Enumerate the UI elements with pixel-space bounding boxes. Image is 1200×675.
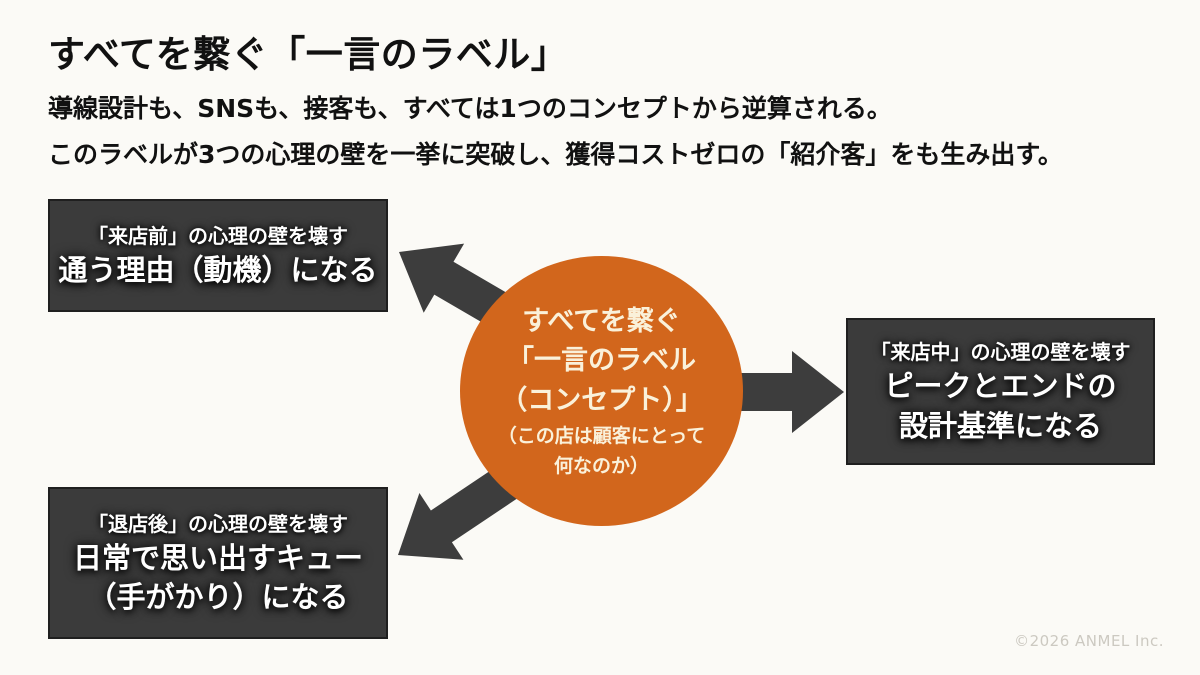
box-after-line-2: （手がかり）になる xyxy=(87,580,349,614)
page-title: すべてを繋ぐ「一言のラベル」 xyxy=(48,33,569,76)
circle-main-line: （コンセプト）」 xyxy=(500,385,703,417)
circle-sub-line: （この店は顧客にとって xyxy=(497,425,706,448)
box-before-visit: 「来店前」の心理の壁を壊す 通う理由（動機）になる xyxy=(48,199,388,312)
box-during-heading: 「来店中」の心理の壁を壊す xyxy=(870,340,1131,365)
box-after-visit: 「退店後」の心理の壁を壊す 日常で思い出すキュー （手がかり）になる xyxy=(48,487,388,639)
box-after-heading: 「退店後」の心理の壁を壊す xyxy=(88,511,348,536)
box-before-heading: 「来店前」の心理の壁を壊す xyxy=(88,223,348,248)
subtitle-line-1: 導線設計も、SNSも、接客も、すべては1つのコンセプトから逆算される。 xyxy=(48,94,892,123)
box-during-line-2: 設計基準になる xyxy=(898,408,1102,443)
box-after-line-1: 日常で思い出すキュー xyxy=(72,540,363,575)
circle-main-line: 「一言のラベル xyxy=(507,345,696,377)
arrow-to-during-box-icon xyxy=(690,351,844,433)
box-during-visit: 「来店中」の心理の壁を壊す ピークとエンドの 設計基準になる xyxy=(846,318,1155,465)
subtitle-line-2: このラベルが3つの心理の壁を一挙に突破し、獲得コストゼロの「紹介客」をも生み出す… xyxy=(48,140,1063,170)
box-before-line: 通う理由（動機）になる xyxy=(58,252,378,287)
circle-sub-line: 何なのか） xyxy=(553,454,649,477)
subtitle-block: 導線設計も、SNSも、接客も、すべては1つのコンセプトから逆算される。 このラベ… xyxy=(48,86,1063,179)
box-during-line-1: ピークとエンドの xyxy=(884,369,1117,404)
copyright-text: ©2026 ANMEL Inc. xyxy=(1014,632,1164,650)
circle-main-line: すべてを繋ぐ xyxy=(522,305,681,337)
concept-circle: すべてを繋ぐ 「一言のラベル （コンセプト）」 （この店は顧客にとって 何なのか… xyxy=(460,256,743,526)
